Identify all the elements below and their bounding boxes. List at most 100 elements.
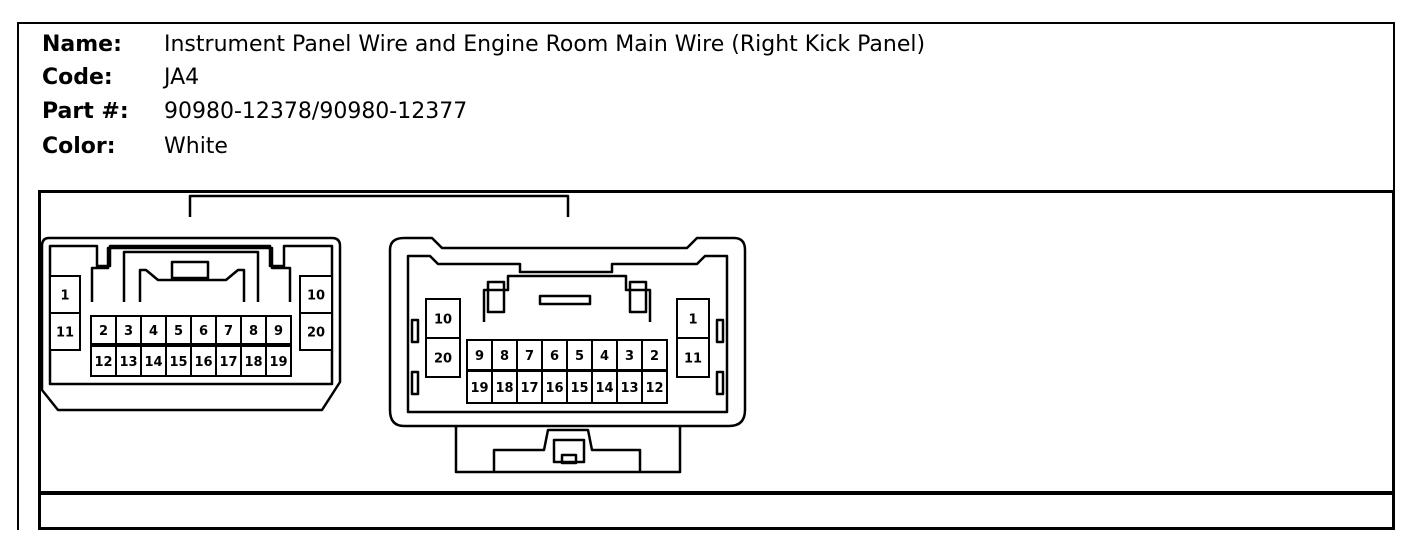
- left-pin-10: 10: [299, 275, 333, 314]
- left-pin-4-label: 4: [149, 324, 158, 339]
- code-label: Code:: [42, 65, 113, 90]
- left-pin-14: 14: [140, 345, 167, 377]
- left-connector-housing: [40, 236, 342, 412]
- left-connector-inner-frame: [48, 244, 334, 386]
- left-pin-12-label: 12: [94, 355, 112, 370]
- right-pin-1-cell: [676, 298, 710, 339]
- color-value: White: [164, 134, 228, 159]
- right-connector-lock-tab: [538, 294, 592, 306]
- right-pin-3: 3: [616, 339, 643, 371]
- right-connector-bottom-latch-inner: [492, 428, 642, 472]
- left-pin-9-cell: [265, 315, 292, 345]
- right-connector-key-right: [628, 280, 648, 314]
- right-pin-6: 6: [541, 339, 568, 371]
- left-pin-2-cell: [90, 315, 117, 345]
- right-pin-8-label: 8: [500, 349, 509, 364]
- left-connector-lock-tab: [170, 260, 210, 280]
- right-pin-12-label: 12: [645, 381, 663, 396]
- left-pin-5-cell: [165, 315, 192, 345]
- right-connector-latch: [482, 274, 652, 322]
- left-pin-11-label: 11: [56, 326, 74, 341]
- left-pin-17: 17: [215, 345, 242, 377]
- left-pin-18-cell: [240, 345, 267, 377]
- right-pin-14-label: 14: [595, 381, 613, 396]
- right-pin-8: 8: [491, 339, 518, 371]
- right-pin-18-label: 18: [495, 381, 513, 396]
- right-pin-11-label: 11: [684, 352, 702, 367]
- left-pin-6: 6: [190, 315, 217, 345]
- right-pin-20: 20: [425, 337, 461, 378]
- diagram-divider: [38, 491, 1395, 495]
- left-pin-6-label: 6: [199, 324, 208, 339]
- left-pin-14-label: 14: [144, 355, 162, 370]
- right-pin-10-cell: [425, 298, 461, 339]
- left-pin-8-label: 8: [249, 324, 258, 339]
- left-pin-14-cell: [140, 345, 167, 377]
- right-pin-2-label: 2: [650, 349, 659, 364]
- right-connector-side-notch-r1: [715, 318, 725, 344]
- right-connector-side-notch-l1: [410, 318, 420, 344]
- left-pin-13-label: 13: [119, 355, 137, 370]
- right-pin-5: 5: [566, 339, 593, 371]
- left-pin-18: 18: [240, 345, 267, 377]
- left-pin-3-label: 3: [124, 324, 133, 339]
- left-pin-11-cell: [49, 312, 81, 351]
- code-value: JA4: [164, 65, 200, 90]
- connector-diagram-box: [38, 190, 1395, 530]
- left-connector-latch-outer: [90, 246, 292, 302]
- left-pin-1: 1: [49, 275, 81, 314]
- right-pin-11: 11: [676, 337, 710, 378]
- right-pin-17-label: 17: [520, 381, 538, 396]
- left-pin-4: 4: [140, 315, 167, 345]
- left-pin-1-cell: [49, 275, 81, 314]
- right-pin-12: 12: [641, 370, 668, 404]
- left-pin-9-label: 9: [274, 324, 283, 339]
- right-pin-10: 10: [425, 298, 461, 339]
- left-pin-7-label: 7: [224, 324, 233, 339]
- left-pin-3: 3: [115, 315, 142, 345]
- right-pin-18: 18: [491, 370, 518, 404]
- left-pin-16: 16: [190, 345, 217, 377]
- left-pin-12: 12: [90, 345, 117, 377]
- color-label: Color:: [42, 134, 116, 159]
- part-value: 90980-12378/90980-12377: [164, 99, 468, 124]
- right-pin-12-cell: [641, 370, 668, 404]
- left-pin-13-cell: [115, 345, 142, 377]
- left-pin-19-cell: [265, 345, 292, 377]
- left-pin-17-label: 17: [219, 355, 237, 370]
- right-pin-19: 19: [466, 370, 493, 404]
- right-pin-5-label: 5: [575, 349, 584, 364]
- right-pin-16-label: 16: [545, 381, 563, 396]
- right-pin-19-label: 19: [470, 381, 488, 396]
- left-pin-16-label: 16: [194, 355, 212, 370]
- right-pin-7: 7: [516, 339, 543, 371]
- right-pin-1-label: 1: [688, 313, 697, 328]
- left-pin-10-cell: [299, 275, 333, 314]
- left-pin-15-label: 15: [169, 355, 187, 370]
- right-pin-10-label: 10: [434, 313, 452, 328]
- right-connector-bottom-tab: [552, 438, 586, 464]
- right-pin-3-label: 3: [625, 349, 634, 364]
- right-connector-housing: [388, 236, 747, 428]
- left-pin-10-label: 10: [307, 289, 325, 304]
- pair-bracket: [188, 194, 570, 217]
- left-pin-9: 9: [265, 315, 292, 345]
- left-pin-3-cell: [115, 315, 142, 345]
- right-pin-16: 16: [541, 370, 568, 404]
- left-pin-19: 19: [265, 345, 292, 377]
- right-pin-9-label: 9: [475, 349, 484, 364]
- right-connector-bottom-tab-small: [560, 453, 578, 465]
- right-pin-1: 1: [676, 298, 710, 339]
- right-pin-7-label: 7: [525, 349, 534, 364]
- left-pin-5-label: 5: [174, 324, 183, 339]
- right-pin-6-label: 6: [550, 349, 559, 364]
- left-pin-2: 2: [90, 315, 117, 345]
- right-connector-side-notch-l2: [410, 370, 420, 396]
- left-pin-1-label: 1: [60, 289, 69, 304]
- left-pin-20-cell: [299, 312, 333, 351]
- left-pin-8: 8: [240, 315, 267, 345]
- right-pin-4: 4: [591, 339, 618, 371]
- left-pin-17-cell: [215, 345, 242, 377]
- right-pin-16-cell: [541, 370, 568, 404]
